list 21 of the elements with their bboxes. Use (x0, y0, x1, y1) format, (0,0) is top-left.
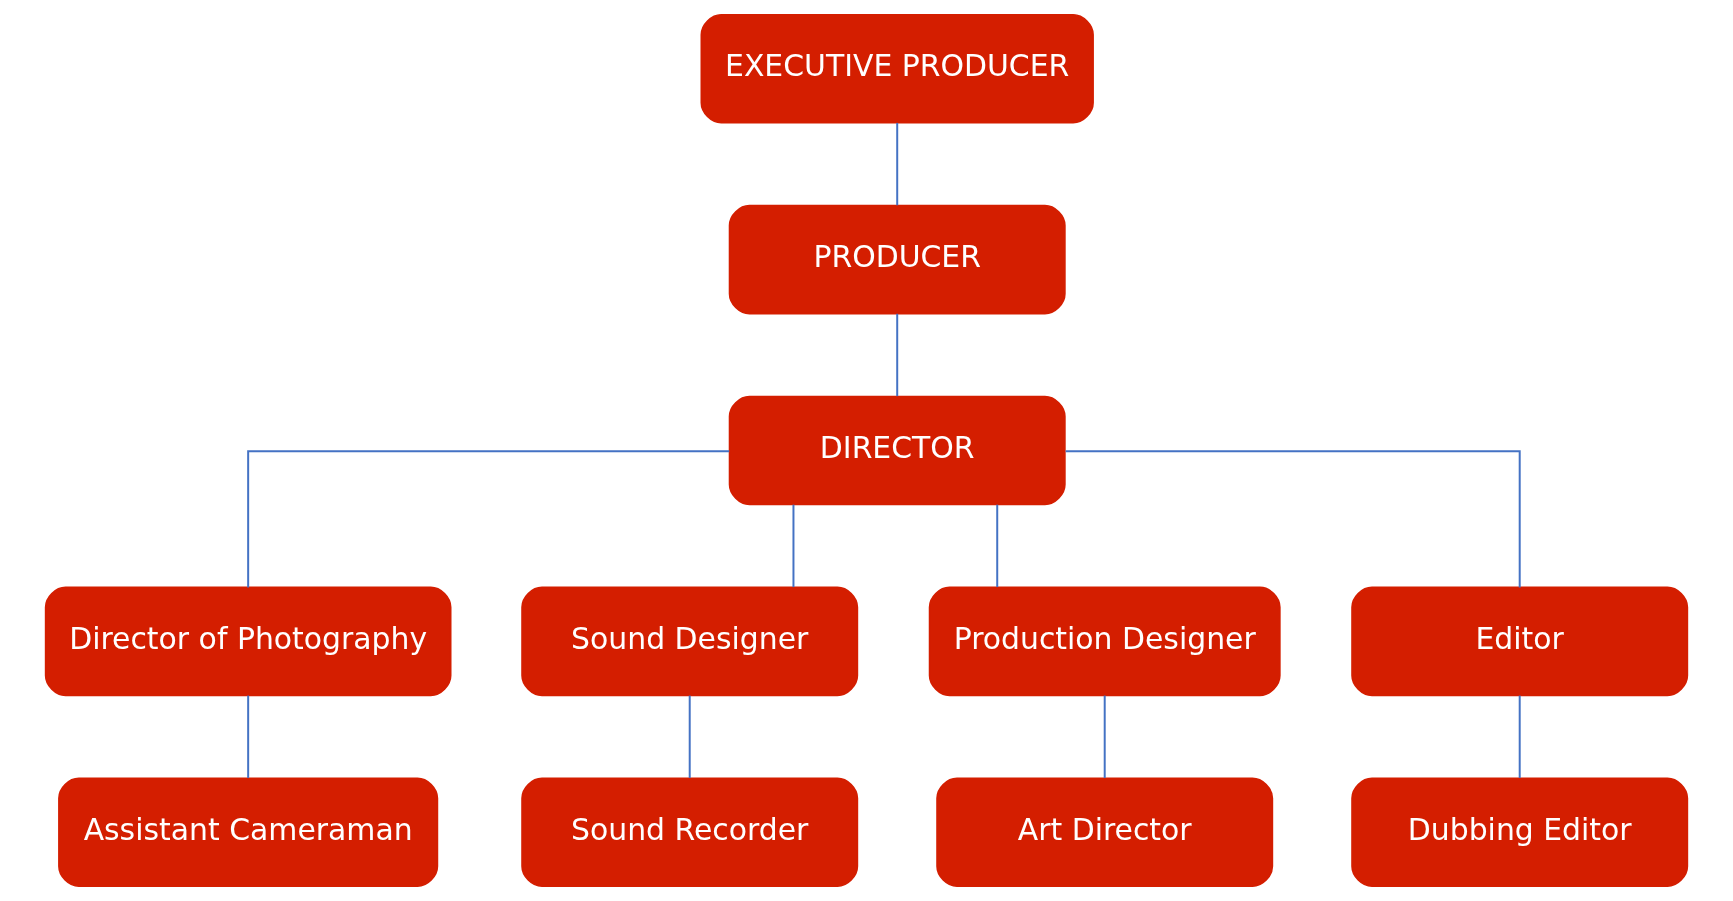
connector (792, 503, 795, 589)
node-box: EXECUTIVE PRODUCER (700, 13, 1094, 124)
node-box: Director of Photography (44, 586, 452, 697)
node-box: Assistant Cameraman (58, 777, 439, 888)
connector (896, 312, 899, 398)
connector (1103, 694, 1106, 779)
node-box: Art Director (936, 777, 1274, 888)
node-box: Editor (1351, 586, 1689, 697)
node-box: Sound Recorder (521, 777, 859, 888)
connector (1518, 694, 1521, 779)
node-box: DIRECTOR (728, 395, 1066, 506)
connector (247, 450, 731, 589)
node-box: Dubbing Editor (1351, 777, 1689, 888)
node-box: PRODUCER (728, 204, 1066, 315)
connector (896, 121, 899, 207)
connector (1064, 450, 1521, 589)
node-box: Production Designer (928, 586, 1281, 697)
connector (247, 694, 250, 779)
connector (996, 503, 999, 589)
connector (688, 694, 691, 779)
node-box: Sound Designer (521, 586, 859, 697)
